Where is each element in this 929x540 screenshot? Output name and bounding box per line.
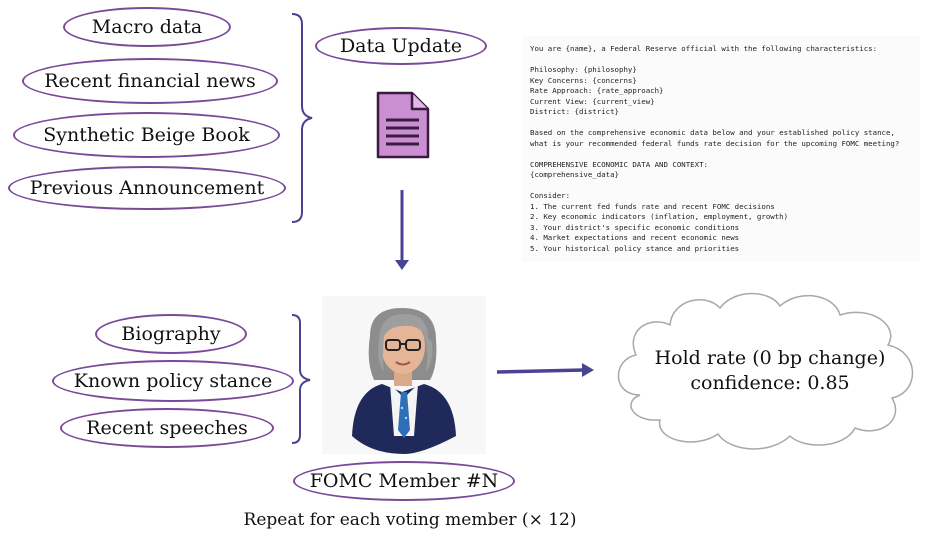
output-decision-line1: Hold rate (0 bp change) [654,347,886,369]
prompt-line: Current View: {current_view} [530,96,655,106]
prompt-line: Key Concerns: {concerns} [530,75,637,85]
prompt-template-text: You are {name}, a Federal Reserve offici… [522,36,920,262]
prompt-line: Philosophy: {philosophy} [530,65,637,74]
recent-speeches-pill: Recent speeches [60,408,274,448]
prompt-line: Rate Approach: {rate_approach} [530,86,664,95]
macro-data-pill: Macro data [63,7,231,47]
prompt-line [530,55,920,66]
prompt-line [530,149,920,160]
prompt-line [530,118,920,129]
repeat-caption: Repeat for each voting member (× 12) [243,510,577,530]
known-policy-stance-pill: Known policy stance [52,360,294,402]
data-update-pill: Data Update [315,27,487,65]
prompt-line [530,181,920,192]
prompt-line: {comprehensive_data} [530,170,619,179]
prompt-line: District: {district} [530,107,619,116]
synthetic-beige-book-pill: Synthetic Beige Book [13,112,280,158]
prompt-line: Based on the comprehensive economic data… [530,128,895,137]
document-icon [376,91,430,159]
biography-pill: Biography [95,314,247,354]
output-decision: Hold rate (0 bp change) confidence: 0.85 [625,346,915,396]
down-arrow [395,190,409,270]
prompt-line: 3. Your district's specific economic con… [530,222,740,232]
prompt-line: what is your recommended federal funds r… [530,138,900,148]
top-inputs-bracket [291,13,313,223]
previous-announcement-pill: Previous Announcement [8,166,286,210]
output-decision-line2: confidence: 0.85 [690,372,850,394]
right-arrow [496,363,594,377]
output-cloud [617,292,914,450]
prompt-line: 1. The current fed funds rate and recent… [530,201,775,211]
prompt-line: Consider: [530,191,571,200]
prompt-line: 5. Your historical policy stance and pri… [530,243,740,253]
fomc-member-avatar-icon [352,308,456,454]
bottom-inputs-bracket [291,314,311,444]
prompt-line: 2. Key economic indicators (inflation, e… [530,212,789,221]
fomc-member-label: FOMC Member #N [293,461,515,501]
prompt-line: 4. Market expectations and recent econom… [530,233,740,242]
prompt-line: COMPREHENSIVE ECONOMIC DATA AND CONTEXT: [530,159,708,169]
recent-financial-news-pill: Recent financial news [22,58,278,104]
prompt-line: You are {name}, a Federal Reserve offici… [530,44,878,53]
